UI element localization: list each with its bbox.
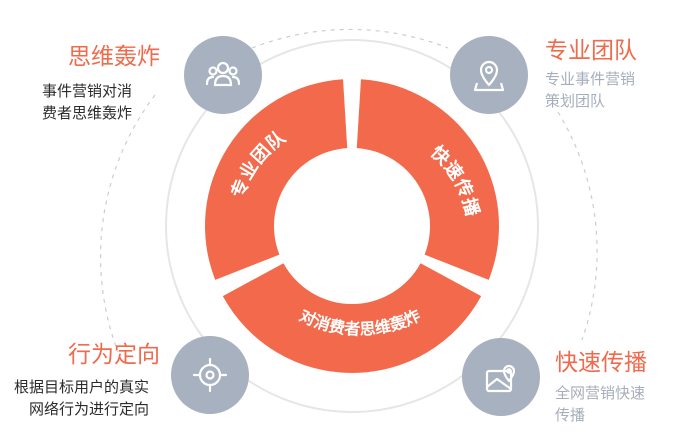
feature-desc-behavior-targeting: 根据目标用户的真实 网络行为进行定向 bbox=[14, 376, 149, 420]
feature-title-fast-spread: 快速传播 bbox=[555, 350, 647, 376]
badge-team bbox=[450, 36, 528, 114]
ring-center bbox=[275, 149, 429, 303]
feature-desc-pro-team: 专业事件营销 策划团队 bbox=[545, 68, 635, 112]
outer-dashed-arcs bbox=[99, 28, 598, 353]
desc-line: 全网营销快速 bbox=[555, 384, 646, 402]
dashed-arc-right bbox=[557, 111, 598, 341]
feature-title-brain-bombard: 思维轰炸 bbox=[68, 44, 160, 70]
desc-line: 专业事件营销 bbox=[545, 70, 636, 88]
ring bbox=[205, 79, 500, 373]
feature-title-pro-team: 专业团队 bbox=[545, 38, 637, 64]
feature-title-behavior-targeting: 行为定向 bbox=[68, 342, 160, 368]
desc-line: 传播 bbox=[555, 406, 586, 424]
feature-desc-fast-spread: 全网营销快速 传播 bbox=[555, 382, 645, 426]
ring-segment-spread bbox=[356, 79, 500, 280]
outer-light-ring bbox=[165, 39, 539, 413]
badge-group bbox=[184, 36, 262, 114]
desc-line: 根据目标用户的真实 bbox=[14, 378, 150, 396]
dashed-arc-left bbox=[99, 94, 156, 353]
feature-desc-brain-bombard: 事件营销对消 费者思维轰炸 bbox=[42, 80, 132, 124]
map-pin-icon bbox=[473, 60, 505, 92]
dashed-arc-top bbox=[251, 28, 449, 49]
desc-line: 网络行为进行定向 bbox=[29, 400, 150, 418]
badge-targeting bbox=[171, 336, 249, 414]
crosshair-target-icon bbox=[192, 357, 228, 393]
badge-fast-spread bbox=[462, 338, 540, 416]
ring-segment-team bbox=[205, 79, 348, 280]
ring-segment-bombard bbox=[222, 263, 482, 373]
desc-line: 费者思维轰炸 bbox=[42, 104, 133, 122]
desc-line: 策划团队 bbox=[545, 92, 606, 110]
map-location-icon bbox=[485, 364, 516, 393]
desc-line: 事件营销对消 bbox=[42, 82, 133, 100]
group-icon bbox=[205, 61, 241, 87]
